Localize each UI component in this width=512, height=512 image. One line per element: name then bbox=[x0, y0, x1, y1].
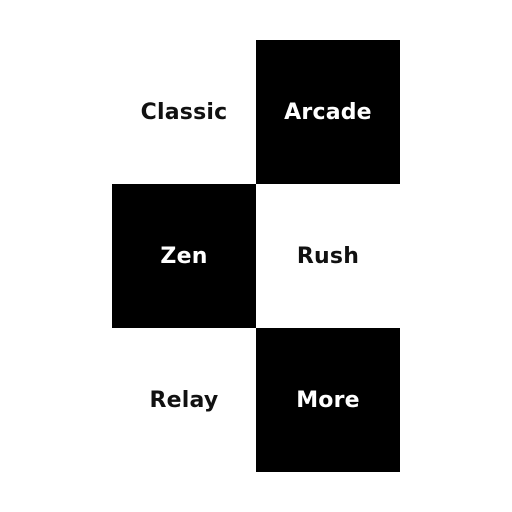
more-modes-label: More bbox=[296, 387, 360, 413]
arcade-mode-tile[interactable]: Arcade bbox=[256, 40, 400, 184]
relay-mode-tile[interactable]: Relay bbox=[112, 328, 256, 472]
more-modes-tile[interactable]: More bbox=[256, 328, 400, 472]
classic-mode-tile[interactable]: Classic bbox=[112, 40, 256, 184]
relay-mode-label: Relay bbox=[149, 387, 219, 413]
rush-mode-label: Rush bbox=[296, 243, 360, 269]
zen-mode-tile[interactable]: Zen bbox=[112, 184, 256, 328]
classic-mode-label: Classic bbox=[140, 99, 228, 125]
zen-mode-label: Zen bbox=[160, 243, 208, 269]
arcade-mode-label: Arcade bbox=[284, 99, 372, 125]
rush-mode-tile[interactable]: Rush bbox=[256, 184, 400, 328]
